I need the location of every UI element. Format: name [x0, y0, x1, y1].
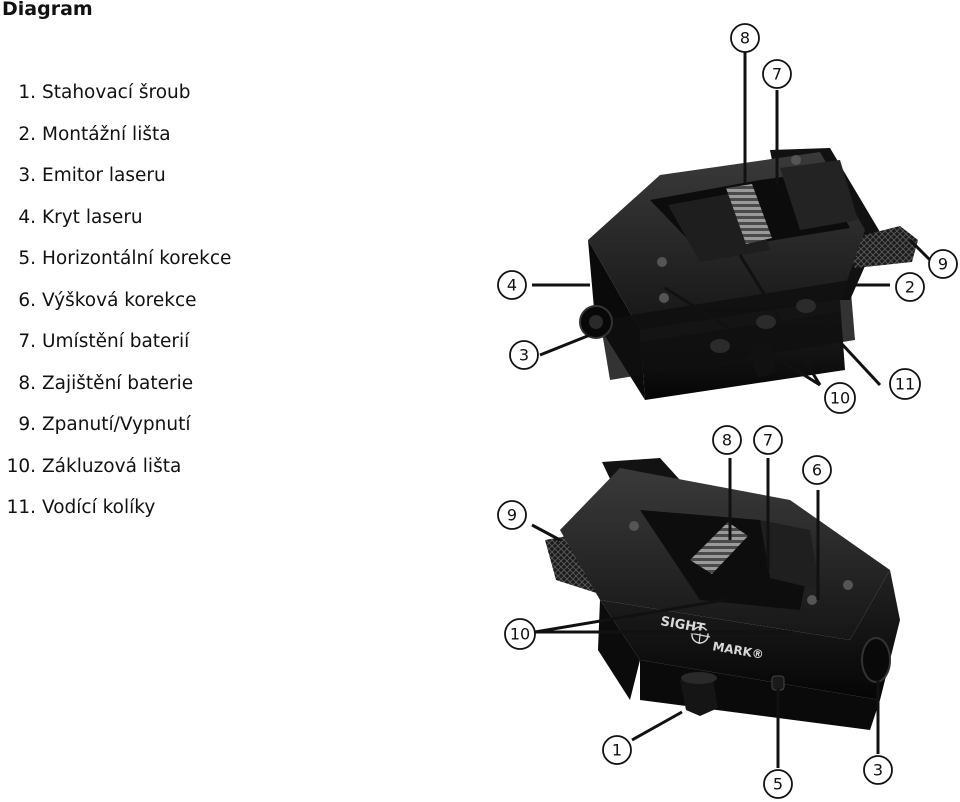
svg-text:9: 9 [507, 506, 517, 525]
callout-9: 9 [928, 249, 958, 279]
legend-item: 7. Umístění baterií [0, 329, 231, 371]
svg-text:3: 3 [519, 346, 529, 365]
callout-3: 3 [509, 340, 539, 370]
legend-number: 2. [18, 123, 36, 145]
legend-text: Horizontální korekce [42, 248, 232, 269]
legend-text: Emitor laseru [42, 165, 166, 186]
laser-device-top-view [579, 148, 918, 400]
callouts-bottom: 8 7 6 9 10 1 5 3 [497, 425, 893, 799]
legend-number: 11. [6, 497, 36, 518]
legend-text: Vodící kolíky [42, 497, 156, 518]
svg-text:5: 5 [773, 775, 783, 794]
legend-text: Montážní lišta [42, 123, 171, 145]
svg-text:4: 4 [507, 276, 517, 295]
svg-text:2: 2 [905, 278, 915, 297]
battery-latch-ribs [726, 184, 772, 244]
legend-number: 4. [18, 206, 36, 228]
svg-text:11: 11 [895, 375, 915, 394]
callout-8: 8 [712, 425, 742, 455]
callout-3: 3 [863, 755, 893, 785]
callouts-top: 8 7 9 4 2 3 10 11 [497, 23, 958, 414]
diagram-heading: Diagram [2, 0, 93, 20]
callout-7: 7 [753, 425, 783, 455]
svg-text:6: 6 [812, 461, 822, 480]
legend-text: Umístění baterií [42, 331, 190, 352]
legend-item: 2. Montážní lišta [0, 122, 231, 164]
legend-item: 1. Stahovací šroub [0, 80, 231, 122]
legend-number: 5. [18, 248, 36, 269]
leader-lines [531, 52, 932, 768]
legend-item: 8. Zajištění baterie [0, 371, 231, 413]
legend-text: Výšková korekce [42, 289, 197, 311]
legend-number: 10. [6, 455, 36, 477]
callout-10: 10 [504, 618, 536, 650]
laser-device-bottom-view: SIGHT MARK® [545, 458, 900, 730]
callout-4: 4 [497, 270, 527, 300]
legend-text: Stahovací šroub [42, 82, 191, 103]
legend-number: 1. [18, 82, 36, 103]
callout-6: 6 [802, 455, 832, 485]
svg-text:1: 1 [612, 741, 622, 760]
callout-9: 9 [497, 500, 527, 530]
legend-item: 6. Výšková korekce [0, 288, 231, 330]
crosshair-logo-icon [691, 626, 709, 644]
svg-text:3: 3 [873, 761, 883, 780]
callout-7: 7 [762, 59, 792, 89]
callout-11: 11 [889, 368, 921, 400]
svg-text:9: 9 [938, 255, 948, 274]
parts-legend: 1. Stahovací šroub 2. Montážní lišta 3. Emi… [0, 80, 232, 537]
legend-number: 9. [18, 414, 36, 435]
legend-item: 5. Horizontální korekce [0, 246, 231, 288]
svg-text:8: 8 [740, 29, 750, 48]
svg-text:10: 10 [830, 389, 850, 408]
legend-item: 4. Kryt laseru [0, 205, 231, 247]
legend-item: 11. Vodící kolíky [0, 495, 231, 537]
legend-item: 3. Emitor laseru [0, 163, 231, 205]
callout-8: 8 [730, 23, 760, 53]
legend-text: Kryt laseru [42, 206, 143, 228]
legend-number: 7. [18, 331, 36, 352]
callout-5: 5 [763, 769, 793, 799]
legend-number: 6. [18, 289, 36, 311]
callout-10: 10 [824, 382, 856, 414]
legend-number: 3. [18, 165, 36, 186]
legend-number: 8. [18, 372, 36, 394]
svg-text:8: 8 [722, 431, 732, 450]
svg-text:10: 10 [510, 625, 530, 644]
battery-latch-ribs [690, 522, 748, 574]
callout-2: 2 [895, 272, 925, 302]
callout-1: 1 [602, 735, 632, 765]
legend-text: Zákluzová lišta [42, 455, 182, 477]
legend-item: 9. Zpanutí/Vypnutí [0, 412, 231, 454]
legend-text: Zpanutí/Vypnutí [42, 414, 191, 435]
switch-wheel-knurl [845, 226, 918, 268]
legend-item: 10. Zákluzová lišta [0, 454, 231, 496]
legend-text: Zajištění baterie [42, 372, 194, 394]
svg-text:7: 7 [772, 65, 782, 84]
svg-text:7: 7 [763, 431, 773, 450]
